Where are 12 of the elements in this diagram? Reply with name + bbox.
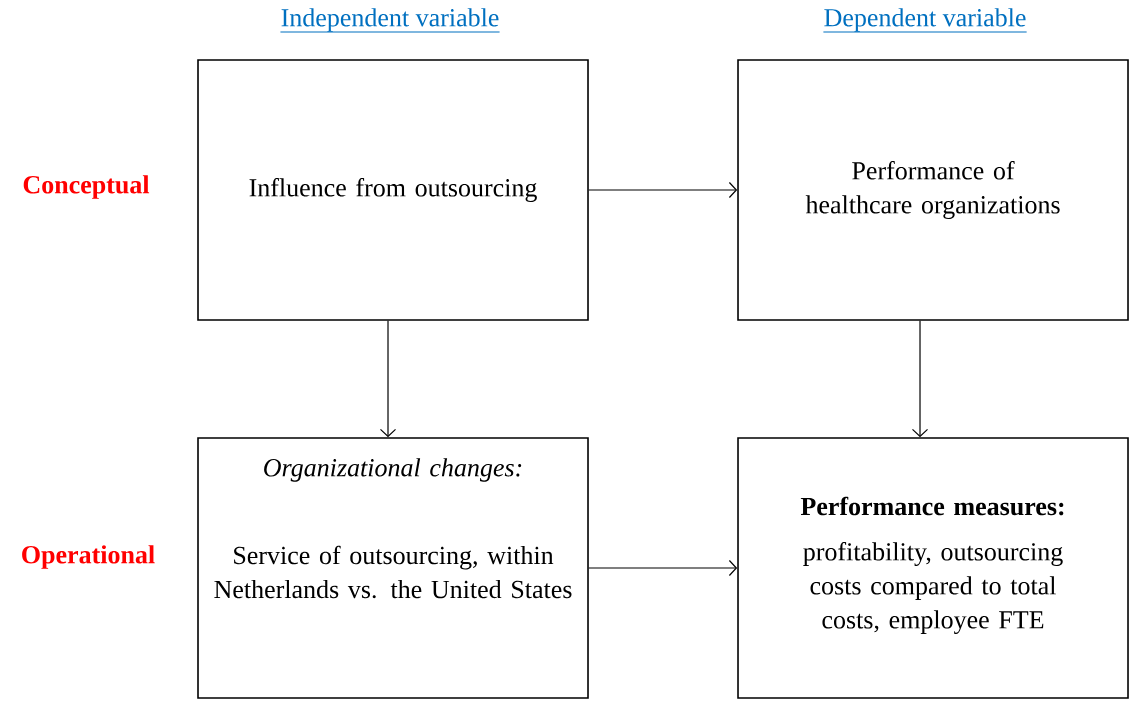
process-box: Influence from outsourcing xyxy=(197,59,589,321)
row-heading: Conceptual xyxy=(23,175,150,199)
row-heading: Operational xyxy=(22,545,155,569)
arrow xyxy=(911,320,929,438)
arrow xyxy=(379,320,397,438)
process-box: Organizational changes: Service of outsourcing, within Netherlands vs. the United States xyxy=(197,437,589,699)
process-box: Performance measures: profitability, outsourcing costs compared to total costs, employee FTE xyxy=(737,437,1129,699)
process-box: Performance of healthcare organizations xyxy=(737,59,1129,321)
column-heading: Dependent variable xyxy=(822,8,1028,33)
arrow xyxy=(588,559,738,577)
column-heading: Independent variable xyxy=(279,8,501,33)
arrow xyxy=(588,181,738,199)
